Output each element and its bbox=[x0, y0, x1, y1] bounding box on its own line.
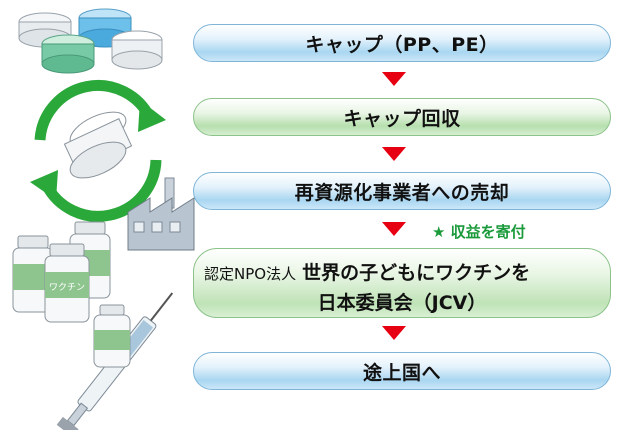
step-caps: キャップ（PP、PE） bbox=[193, 24, 611, 62]
factory-icon bbox=[127, 177, 195, 251]
down-arrow-icon bbox=[382, 222, 406, 236]
vaccine-bottle-small-icon bbox=[93, 304, 131, 368]
step-sale-to-recycler-label: 再資源化事業者への売却 bbox=[294, 181, 510, 204]
donation-note: ★ 収益を寄付 bbox=[432, 223, 526, 241]
step-sale-to-recycler: 再資源化事業者への売却 bbox=[193, 172, 611, 210]
npo-label: 認定NPO法人 bbox=[204, 265, 297, 283]
jcv-name-line1: 世界の子どもにワクチンを bbox=[302, 262, 531, 284]
down-arrow-icon bbox=[382, 147, 406, 161]
vaccine-bottles-icon: ワクチン bbox=[12, 221, 111, 323]
bottle-caps-icon bbox=[18, 8, 163, 74]
step-cap-collection-label: キャップ回収 bbox=[343, 107, 461, 130]
jcv-name-line2: 日本委員会（JCV） bbox=[317, 292, 487, 314]
recycle-icon bbox=[30, 80, 166, 222]
bottle-label: ワクチン bbox=[49, 282, 85, 293]
step-caps-label: キャップ（PP、PE） bbox=[305, 33, 499, 56]
step-developing-countries: 途上国へ bbox=[193, 352, 611, 390]
down-arrow-icon bbox=[382, 326, 406, 340]
down-arrow-icon bbox=[382, 72, 406, 86]
step-cap-collection: キャップ回収 bbox=[193, 98, 611, 136]
step-developing-countries-label: 途上国へ bbox=[362, 361, 441, 384]
step-jcv: 認定NPO法人世界の子どもにワクチンを 日本委員会（JCV） bbox=[193, 248, 611, 318]
illustration-panel: ワクチン bbox=[12, 8, 195, 430]
